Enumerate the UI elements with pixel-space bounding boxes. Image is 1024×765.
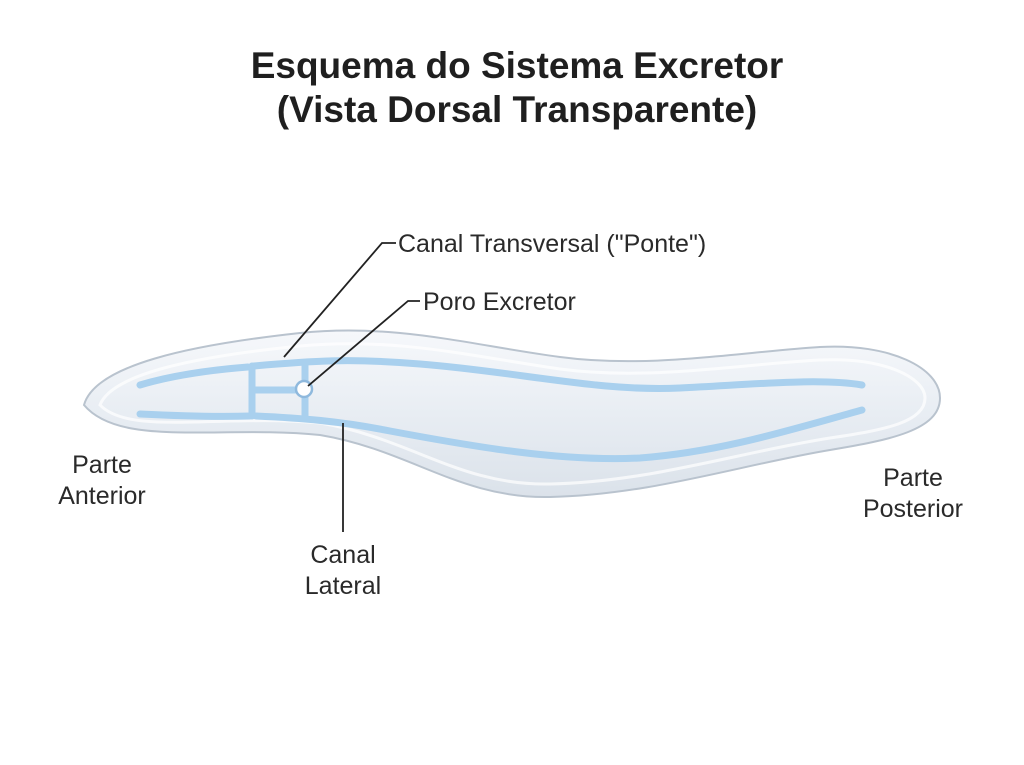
label-parte-anterior: Parte Anterior	[58, 451, 146, 510]
title-line-1: Esquema do Sistema Excretor	[250, 45, 784, 86]
worm-body-inner	[98, 342, 927, 486]
upper-canal-anterior	[136, 363, 252, 389]
label-poro-excretor: Poro Excretor	[423, 288, 576, 316]
title-line-2: (Vista Dorsal Transparente)	[276, 89, 758, 130]
upper-canal	[250, 357, 866, 392]
label-canal-lateral: Canal Lateral	[304, 541, 382, 600]
lower-canal-anterior	[136, 410, 254, 420]
lower-canal	[252, 406, 866, 463]
label-canal-transversal: Canal Transversal ("Ponte")	[398, 230, 707, 258]
leader-poro	[307, 300, 420, 387]
leader-lines	[283, 242, 420, 532]
excretory-pore	[294, 379, 314, 399]
label-parte-posterior: Parte Posterior	[862, 464, 964, 523]
leader-transversal	[283, 242, 396, 358]
diagram-title: Esquema do Sistema Excretor (Vista Dorsa…	[0, 44, 1024, 132]
